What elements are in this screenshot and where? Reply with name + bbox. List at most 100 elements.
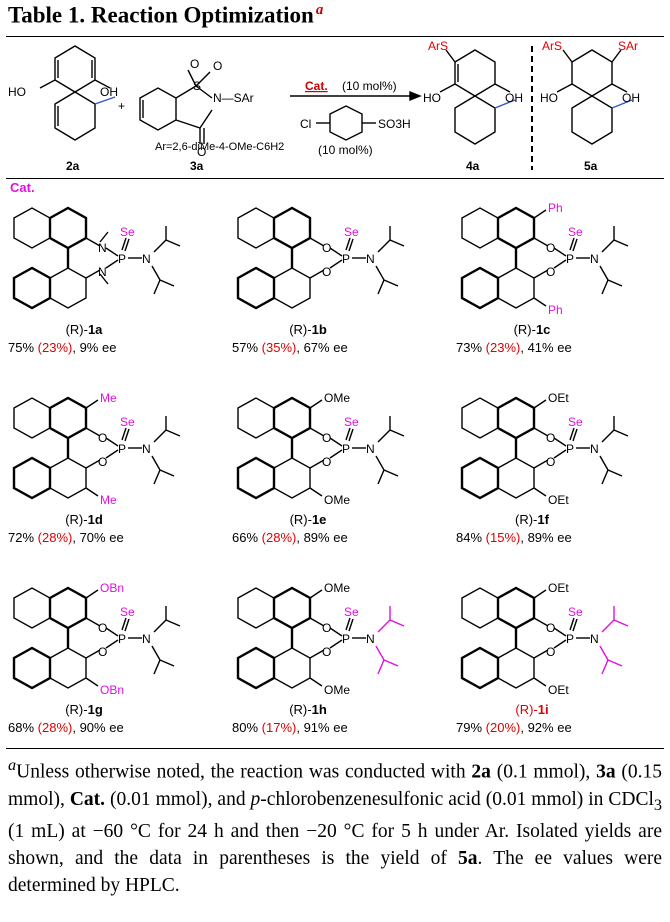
svg-text:OEt: OEt bbox=[548, 391, 569, 405]
svg-text:Se: Se bbox=[568, 605, 583, 619]
catalyst-header: Cat. bbox=[10, 180, 35, 195]
svg-text:O: O bbox=[546, 455, 555, 469]
scheme-rule bbox=[6, 178, 664, 179]
svg-text:P: P bbox=[118, 632, 126, 646]
svg-text:P: P bbox=[566, 252, 574, 266]
svg-text:OH: OH bbox=[505, 91, 523, 105]
svg-text:Se: Se bbox=[120, 605, 135, 619]
catalyst-label: (R)-1g bbox=[65, 702, 103, 717]
catalyst-label: (R)-1i bbox=[515, 702, 549, 717]
svg-text:N: N bbox=[98, 265, 107, 279]
svg-text:O: O bbox=[322, 455, 331, 469]
svg-text:N: N bbox=[366, 442, 375, 456]
svg-text:HO: HO bbox=[540, 91, 558, 105]
svg-text:Se: Se bbox=[344, 415, 359, 429]
svg-text:Me: Me bbox=[100, 493, 117, 507]
catalyst-result: 84% (15%), 89% ee bbox=[456, 530, 572, 545]
svg-text:O: O bbox=[322, 621, 331, 635]
svg-text:O: O bbox=[546, 265, 555, 279]
svg-text:O: O bbox=[98, 431, 107, 445]
title-footnote-mark: a bbox=[315, 2, 324, 18]
svg-text:OH: OH bbox=[622, 91, 640, 105]
svg-text:OMe: OMe bbox=[324, 391, 350, 405]
svg-text:S: S bbox=[193, 79, 201, 93]
top-rule bbox=[6, 36, 664, 37]
svg-text:O: O bbox=[322, 645, 331, 659]
catalyst-result: 73% (23%), 41% ee bbox=[456, 340, 572, 355]
svg-text:OH: OH bbox=[100, 85, 118, 99]
catalyst-result: 68% (28%), 90% ee bbox=[8, 720, 124, 735]
svg-text:P: P bbox=[566, 442, 574, 456]
svg-text:SO3H: SO3H bbox=[378, 117, 411, 131]
svg-text:O: O bbox=[322, 265, 331, 279]
svg-text:N: N bbox=[590, 442, 599, 456]
svg-text:O: O bbox=[213, 59, 222, 73]
svg-text:OMe: OMe bbox=[324, 493, 350, 507]
svg-text:3a: 3a bbox=[190, 159, 204, 173]
svg-text:OEt: OEt bbox=[548, 493, 569, 507]
svg-text:Se: Se bbox=[120, 415, 135, 429]
svg-text:N: N bbox=[366, 252, 375, 266]
svg-text:N: N bbox=[590, 252, 599, 266]
catalyst-label: (R)-1b bbox=[289, 322, 327, 337]
svg-text:O: O bbox=[98, 621, 107, 635]
svg-text:2a: 2a bbox=[66, 159, 80, 173]
bottom-rule bbox=[6, 748, 664, 749]
svg-text:OBn: OBn bbox=[100, 683, 124, 697]
svg-text:HO: HO bbox=[423, 91, 441, 105]
catalyst-result: 66% (28%), 89% ee bbox=[232, 530, 348, 545]
svg-text:O: O bbox=[546, 431, 555, 445]
svg-text:Se: Se bbox=[568, 225, 583, 239]
svg-text:O: O bbox=[98, 455, 107, 469]
svg-text:OEt: OEt bbox=[548, 581, 569, 595]
svg-text:O: O bbox=[546, 645, 555, 659]
svg-text:(10 mol%): (10 mol%) bbox=[318, 143, 373, 157]
svg-text:O: O bbox=[322, 431, 331, 445]
svg-text:OBn: OBn bbox=[100, 581, 124, 595]
svg-text:OEt: OEt bbox=[548, 683, 569, 697]
footnote: aUnless otherwise noted, the reaction wa… bbox=[8, 756, 663, 897]
svg-text:HO: HO bbox=[8, 85, 26, 99]
svg-text:P: P bbox=[342, 632, 350, 646]
svg-text:P: P bbox=[342, 442, 350, 456]
svg-text:O: O bbox=[197, 145, 206, 159]
svg-text:Ph: Ph bbox=[548, 201, 563, 215]
svg-text:O: O bbox=[98, 645, 107, 659]
svg-text:OMe: OMe bbox=[324, 581, 350, 595]
reaction-scheme: HO OH + O O S N—SAr O Ar=2,6-diMe-4-OMe-… bbox=[8, 40, 640, 173]
svg-text:5a: 5a bbox=[584, 159, 598, 173]
svg-text:Se: Se bbox=[120, 225, 135, 239]
svg-text:ArS: ArS bbox=[428, 40, 448, 53]
svg-text:+: + bbox=[118, 99, 125, 113]
svg-text:N: N bbox=[590, 632, 599, 646]
svg-text:SAr: SAr bbox=[618, 40, 638, 53]
catalyst-result: 57% (35%), 67% ee bbox=[232, 340, 348, 355]
svg-text:O: O bbox=[190, 57, 199, 71]
svg-text:Ph: Ph bbox=[548, 303, 563, 317]
svg-text:O: O bbox=[546, 621, 555, 635]
catalyst-label: (R)-1e bbox=[289, 512, 327, 527]
svg-text:N: N bbox=[98, 241, 107, 255]
catalyst-result: 80% (17%), 91% ee bbox=[232, 720, 348, 735]
catalyst-label: (R)-1h bbox=[289, 702, 327, 717]
catalyst-result: 75% (23%), 9% ee bbox=[8, 340, 117, 355]
svg-text:P: P bbox=[118, 252, 126, 266]
svg-text:Me: Me bbox=[100, 391, 117, 405]
svg-text:Cat.: Cat. bbox=[305, 79, 328, 93]
svg-text:P: P bbox=[118, 442, 126, 456]
